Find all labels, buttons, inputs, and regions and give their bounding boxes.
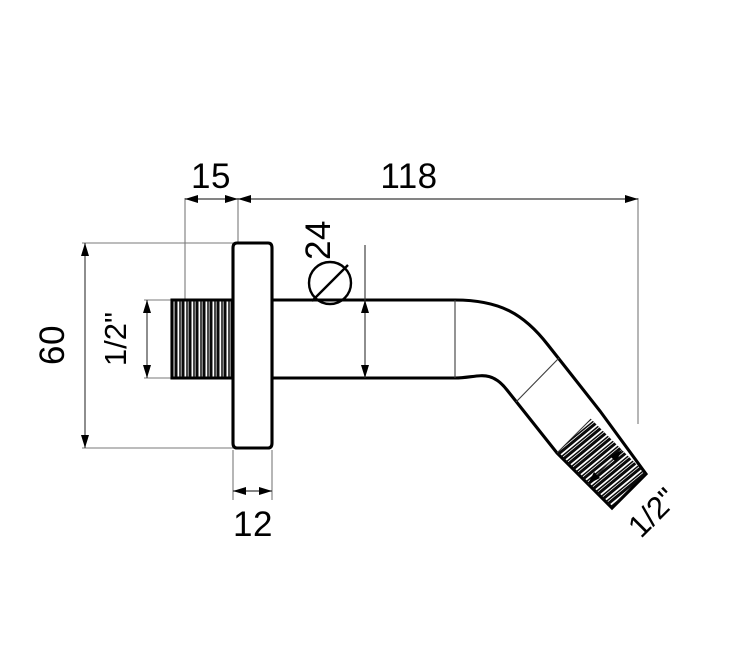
arrow-15-right: [225, 195, 238, 203]
dimension-diameter-24-group: 24: [299, 220, 369, 378]
arrow-12-right: [259, 487, 272, 495]
dimension-label-inlet-thread: 1/2": [98, 312, 133, 366]
arrow-118-left: [238, 195, 251, 203]
dimension-15-group: 15: [185, 157, 238, 203]
arm-section-line-2: [515, 357, 560, 403]
inlet-thread-hatching: [174, 301, 234, 377]
dimension-label-118: 118: [380, 157, 437, 196]
dimension-118-group: 118: [238, 157, 638, 203]
arrow-outlet-thread-lower: [588, 472, 600, 484]
dimension-inlet-thread-group: 1/2": [98, 300, 151, 378]
wall-flange-plate: [231, 241, 274, 450]
arrow-dia24-bottom: [361, 365, 369, 378]
arrow-inlet-thread-bottom: [143, 365, 151, 378]
shower-arm-body: [270, 298, 649, 511]
arrow-12-left: [233, 487, 246, 495]
arrow-outlet-thread-upper: [610, 450, 622, 462]
arrow-60-top: [81, 243, 89, 256]
dimension-label-15: 15: [191, 157, 231, 196]
diameter-symbol-icon: [307, 260, 353, 306]
arrow-118-right: [625, 195, 638, 203]
part-geometry: [170, 241, 649, 511]
arrow-dia24-top: [361, 300, 369, 313]
dimension-label-12: 12: [233, 505, 273, 544]
dimension-label-24: 24: [299, 220, 338, 260]
arrow-inlet-thread-top: [143, 300, 151, 313]
dimension-60-group: 60: [33, 243, 89, 448]
dimension-12-group: 12: [233, 487, 273, 544]
dimension-label-60: 60: [33, 325, 72, 365]
arrow-15-left: [185, 195, 198, 203]
arrow-60-bottom: [81, 435, 89, 448]
